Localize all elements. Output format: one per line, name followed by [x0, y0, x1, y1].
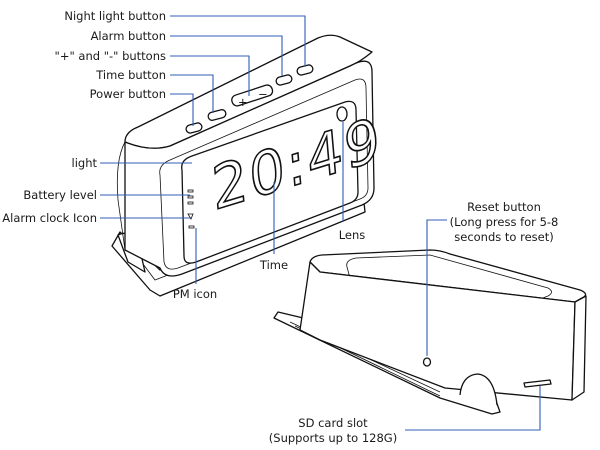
label-battery-level: Battery level — [23, 188, 97, 202]
label-power-button: Power button — [90, 87, 166, 101]
clock-screen — [181, 100, 359, 264]
label-reset-button-note-2: seconds to reset) — [454, 230, 553, 244]
label-sd-card-slot-note: (Supports up to 128G) — [269, 431, 397, 445]
label-alarm-clock-icon: Alarm clock Icon — [2, 211, 97, 225]
base-front — [299, 261, 576, 401]
label-night-light-button: Night light button — [64, 9, 166, 23]
label-plus-minus-buttons: "+" and "-" buttons — [55, 49, 166, 63]
alarm-clock-icon — [187, 213, 194, 220]
label-light: light — [72, 156, 98, 170]
battery-level-icons — [187, 189, 194, 205]
sd-card-slot — [523, 379, 552, 388]
base-illustration — [273, 249, 587, 415]
label-time: Time — [259, 258, 288, 272]
plus-minus-buttons[interactable]: + − — [230, 84, 274, 109]
label-time-button: Time button — [95, 68, 166, 82]
reset-button[interactable] — [422, 357, 432, 367]
label-reset-button-note-1: (Long press for 5-8 — [450, 215, 559, 229]
label-pm-icon: PM icon — [173, 287, 217, 301]
label-lens: Lens — [339, 228, 366, 242]
lens — [336, 106, 348, 122]
label-reset-button: Reset button — [467, 200, 541, 214]
minus-sign: − — [258, 87, 268, 101]
leader-lines — [100, 15, 541, 431]
label-alarm-button: Alarm button — [91, 29, 166, 43]
alarm-button[interactable] — [275, 74, 293, 86]
labels: Night light button Alarm button "+" and … — [2, 9, 558, 445]
label-sd-card-slot: SD card slot — [298, 416, 368, 430]
plus-sign: + — [238, 95, 248, 109]
pm-icon — [188, 225, 195, 229]
night-light-button[interactable] — [296, 64, 314, 76]
